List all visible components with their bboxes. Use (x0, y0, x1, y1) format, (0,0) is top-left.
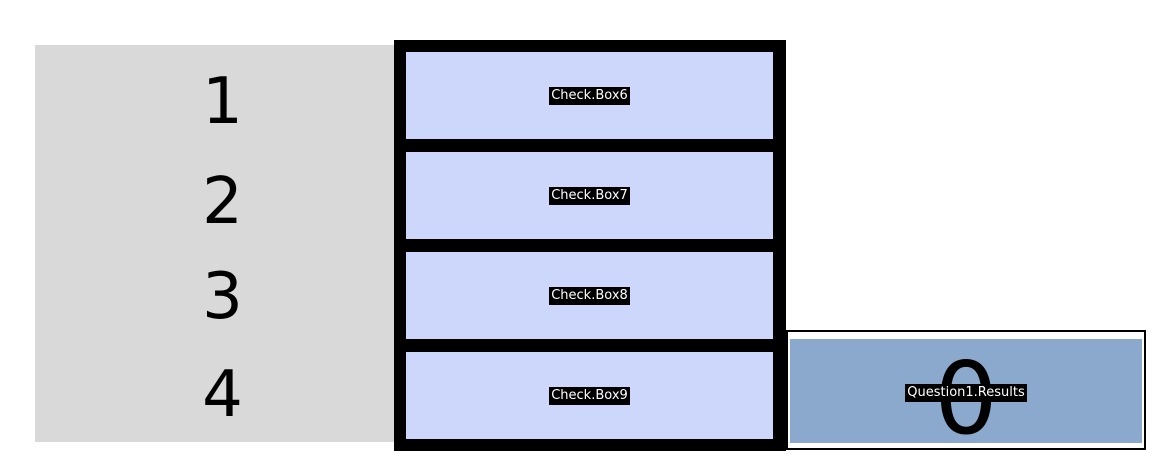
checkbox-6[interactable]: Check.Box6 (406, 52, 773, 139)
checkbox-7-label: Check.Box7 (549, 186, 630, 205)
row-number-panel: 1 2 3 4 (35, 45, 397, 442)
results-field: 0 Question1.Results (790, 339, 1142, 449)
row-number-2: 2 (202, 165, 243, 239)
row-number-3: 3 (202, 260, 243, 334)
row-number-1: 1 (202, 65, 243, 139)
checkbox-8[interactable]: Check.Box8 (406, 252, 773, 339)
results-label: Question1.Results (905, 384, 1027, 402)
row-number-4: 4 (202, 358, 243, 432)
checkbox-8-label: Check.Box8 (549, 286, 630, 305)
checkbox-9[interactable]: Check.Box9 (406, 352, 773, 439)
checkbox-9-label: Check.Box9 (549, 386, 630, 405)
checkbox-6-label: Check.Box6 (549, 86, 630, 105)
checkbox-7[interactable]: Check.Box7 (406, 152, 773, 239)
checkbox-column: Check.Box6 Check.Box7 Check.Box8 Check.B… (394, 40, 786, 451)
question1-results-box: 0 Question1.Results (786, 330, 1146, 450)
